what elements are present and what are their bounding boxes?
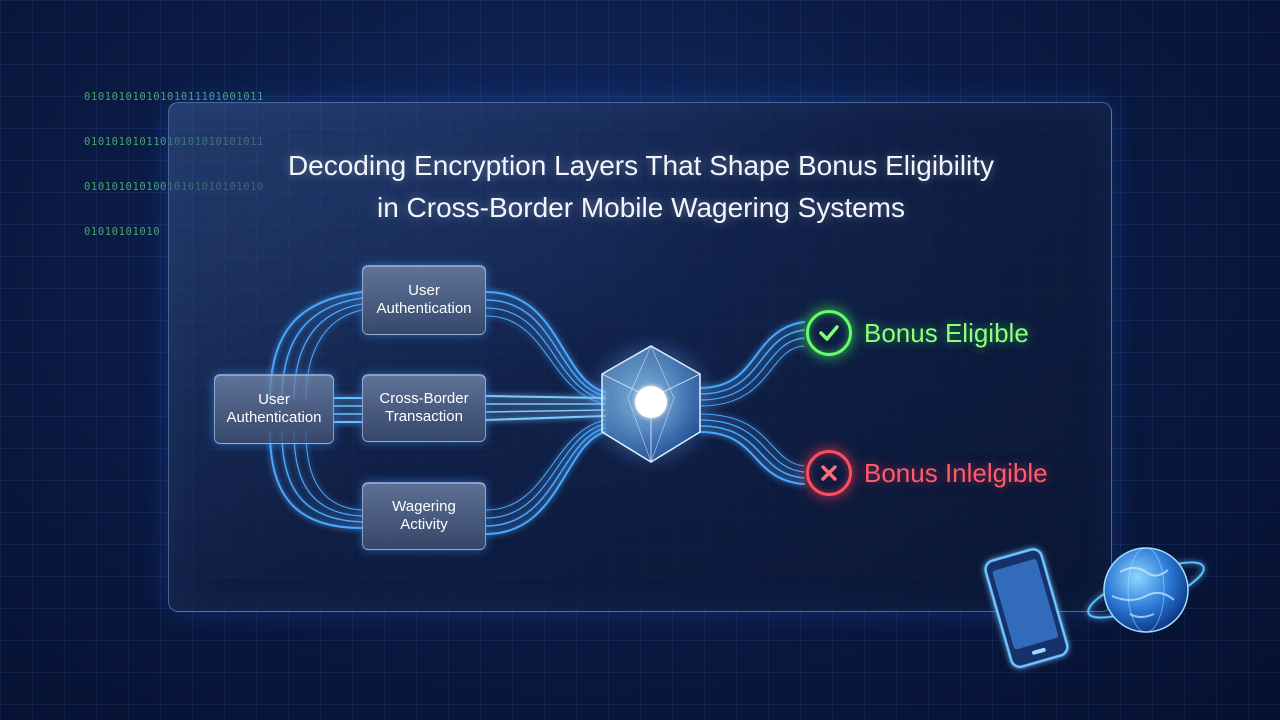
node-label: Authentication (226, 409, 322, 426)
smartphone-icon (984, 548, 1069, 669)
data-streams (269, 291, 805, 535)
node-cross-border-transaction: Cross-Border Transaction (362, 374, 486, 442)
outcome-label: Bonus Inlelgible (864, 457, 1048, 488)
node-label: Cross-Border (379, 390, 469, 407)
stream-crystal-to-ineligible (699, 413, 805, 485)
stream-bottom-to-crystal (485, 419, 606, 535)
node-source-user-authentication: User Authentication (214, 374, 334, 444)
binary-line: 01010101010101011101001011 (84, 91, 264, 103)
outcome-bonus-ineligible: Bonus Inlelgible (806, 450, 1048, 496)
node-user-authentication: User Authentication (362, 265, 486, 335)
outcome-label: Bonus Eligible (864, 317, 1029, 348)
check-icon (806, 310, 852, 356)
stream-loop-bottom (269, 431, 363, 529)
node-label: Wagering (392, 498, 456, 515)
globe-icon (1087, 547, 1205, 633)
title-line-2: in Cross-Border Mobile Wagering Systems (376, 192, 906, 223)
node-label: User (258, 391, 290, 408)
title-line-1: Decoding Encryption Layers That Shape Bo… (287, 150, 995, 181)
stream-source-to-middle (333, 397, 363, 423)
binary-line: 01010101010 (84, 226, 161, 238)
x-icon (806, 450, 852, 496)
page-title: Decoding Encryption Layers That Shape Bo… (169, 145, 1113, 229)
outcome-bonus-eligible: Bonus Eligible (806, 310, 1029, 356)
encryption-crystal-icon (581, 333, 721, 473)
node-label: Transaction (385, 408, 463, 425)
node-label: User (408, 282, 440, 299)
node-label: Authentication (376, 300, 472, 317)
node-wagering-activity: Wagering Activity (362, 482, 486, 550)
node-label: Activity (400, 516, 448, 533)
